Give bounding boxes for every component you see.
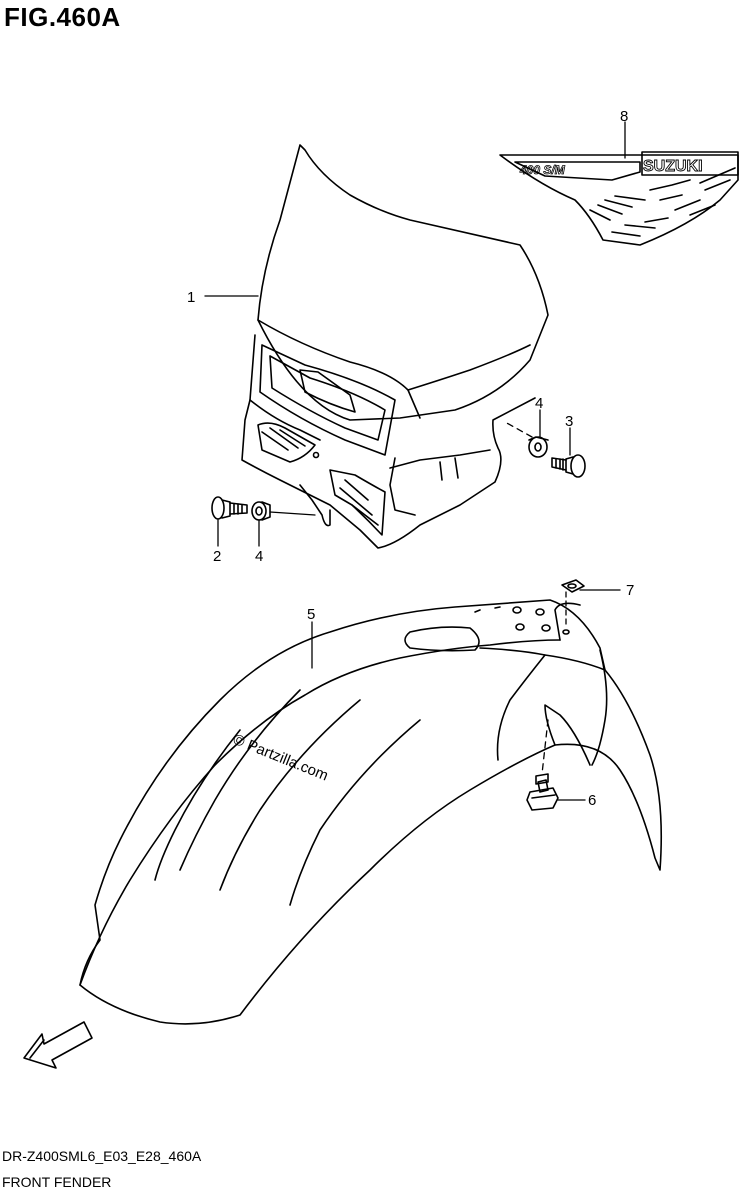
callout-3: 3 <box>565 413 573 430</box>
bolt-part-2[interactable] <box>211 496 248 520</box>
front-fender-part[interactable] <box>79 599 663 1025</box>
collar-part-4-right[interactable] <box>528 436 549 458</box>
callout-2: 2 <box>213 548 221 565</box>
leader-lines <box>204 121 626 801</box>
nut-part-7[interactable] <box>561 579 585 593</box>
collar-part-4-left[interactable] <box>251 501 271 521</box>
callout-4-left: 4 <box>255 548 263 565</box>
decal-brand-text: SUZUKI <box>643 158 703 175</box>
forward-arrow-icon <box>23 1021 93 1069</box>
fender-decal-part[interactable] <box>499 151 739 246</box>
figure-title: FIG.460A <box>4 2 121 32</box>
callout-5: 5 <box>307 606 315 623</box>
bolt-part-3[interactable] <box>551 454 586 478</box>
figure-code: DR-Z400SML6_E03_E28_460A <box>2 1148 202 1164</box>
figure-name: FRONT FENDER <box>2 1174 112 1190</box>
headlight-cover-part[interactable] <box>241 144 549 549</box>
callout-8: 8 <box>620 108 628 125</box>
bolt-part-6[interactable] <box>526 773 559 811</box>
watermark: © Partzilla.com <box>231 731 331 785</box>
callout-6: 6 <box>588 792 596 809</box>
decal-model-text: 400 S/M <box>519 163 566 177</box>
fwd-label: FWD <box>50 1026 83 1053</box>
callout-7: 7 <box>626 582 634 599</box>
callout-1: 1 <box>187 289 195 306</box>
callout-4-right: 4 <box>535 395 543 412</box>
